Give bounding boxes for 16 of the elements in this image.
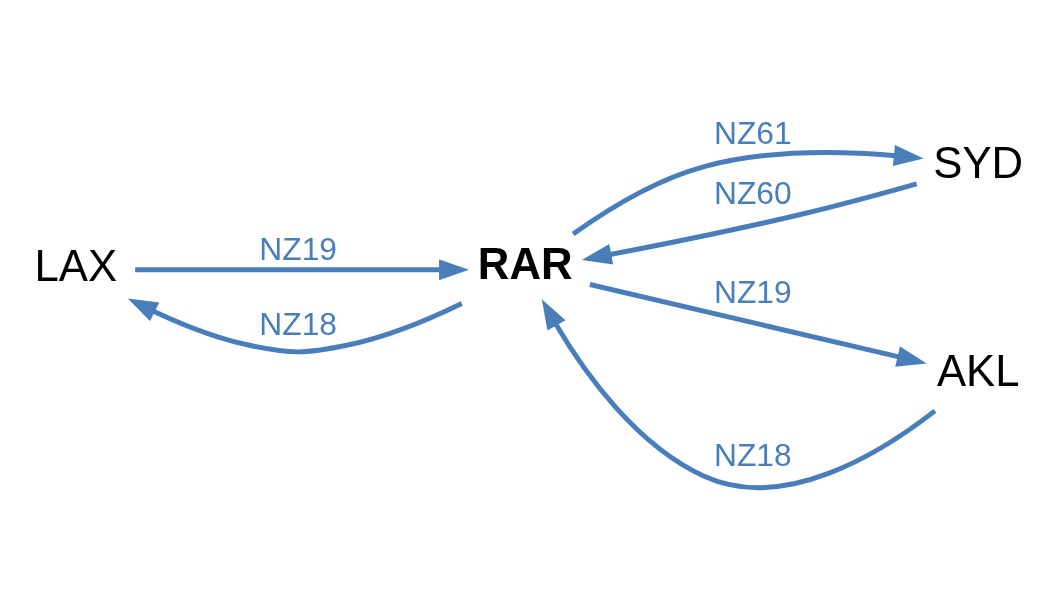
arrow [541,298,937,490]
edge-label: NZ61 [714,114,792,151]
arrow [571,144,924,236]
edge-label: NZ18 [259,305,338,342]
edge-label: NZ19 [714,273,792,310]
arrow [127,298,463,354]
arrow [589,281,927,367]
node-text: AKL [936,345,1020,395]
node-text: LAX [34,240,118,290]
node-text: RAR [477,238,573,288]
arrow [581,181,918,265]
arrow [135,258,469,280]
node-text: SYD [933,137,1024,187]
edge-label: NZ18 [714,436,792,473]
edge-label: NZ19 [259,230,338,267]
edge-label: NZ60 [714,174,792,211]
